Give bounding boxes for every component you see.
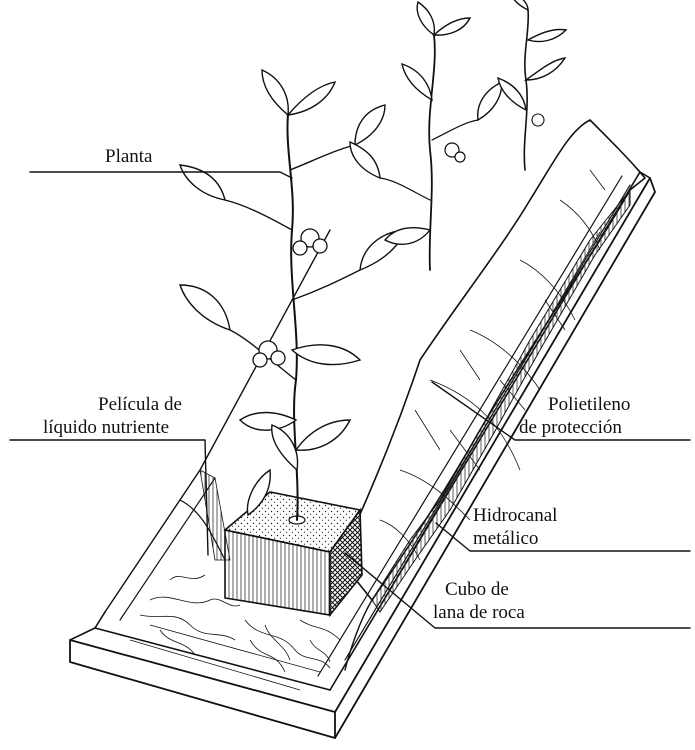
- label-pelicula-line2: líquido nutriente: [43, 417, 169, 438]
- label-cubo-line1: Cubo de: [445, 579, 509, 600]
- plant-middle: [350, 2, 502, 270]
- metal-channel: [70, 172, 655, 738]
- label-pelicula-line1: Película de: [98, 394, 182, 415]
- label-hidrocanal-line2: metálico: [473, 528, 538, 549]
- rockwool-cube: [225, 492, 362, 615]
- leader-pelicula: [10, 440, 208, 555]
- plant-back: [498, 0, 566, 170]
- plant-front: [180, 70, 405, 520]
- label-cubo-line2: lana de roca: [433, 602, 525, 623]
- nutrient-film: [180, 470, 230, 560]
- label-polietileno-line2: de protección: [519, 417, 622, 438]
- label-polietileno-line1: Polietileno: [548, 394, 630, 415]
- label-hidrocanal-line1: Hidrocanal: [473, 505, 557, 526]
- label-planta: Planta: [105, 146, 153, 167]
- leader-planta: [30, 172, 292, 178]
